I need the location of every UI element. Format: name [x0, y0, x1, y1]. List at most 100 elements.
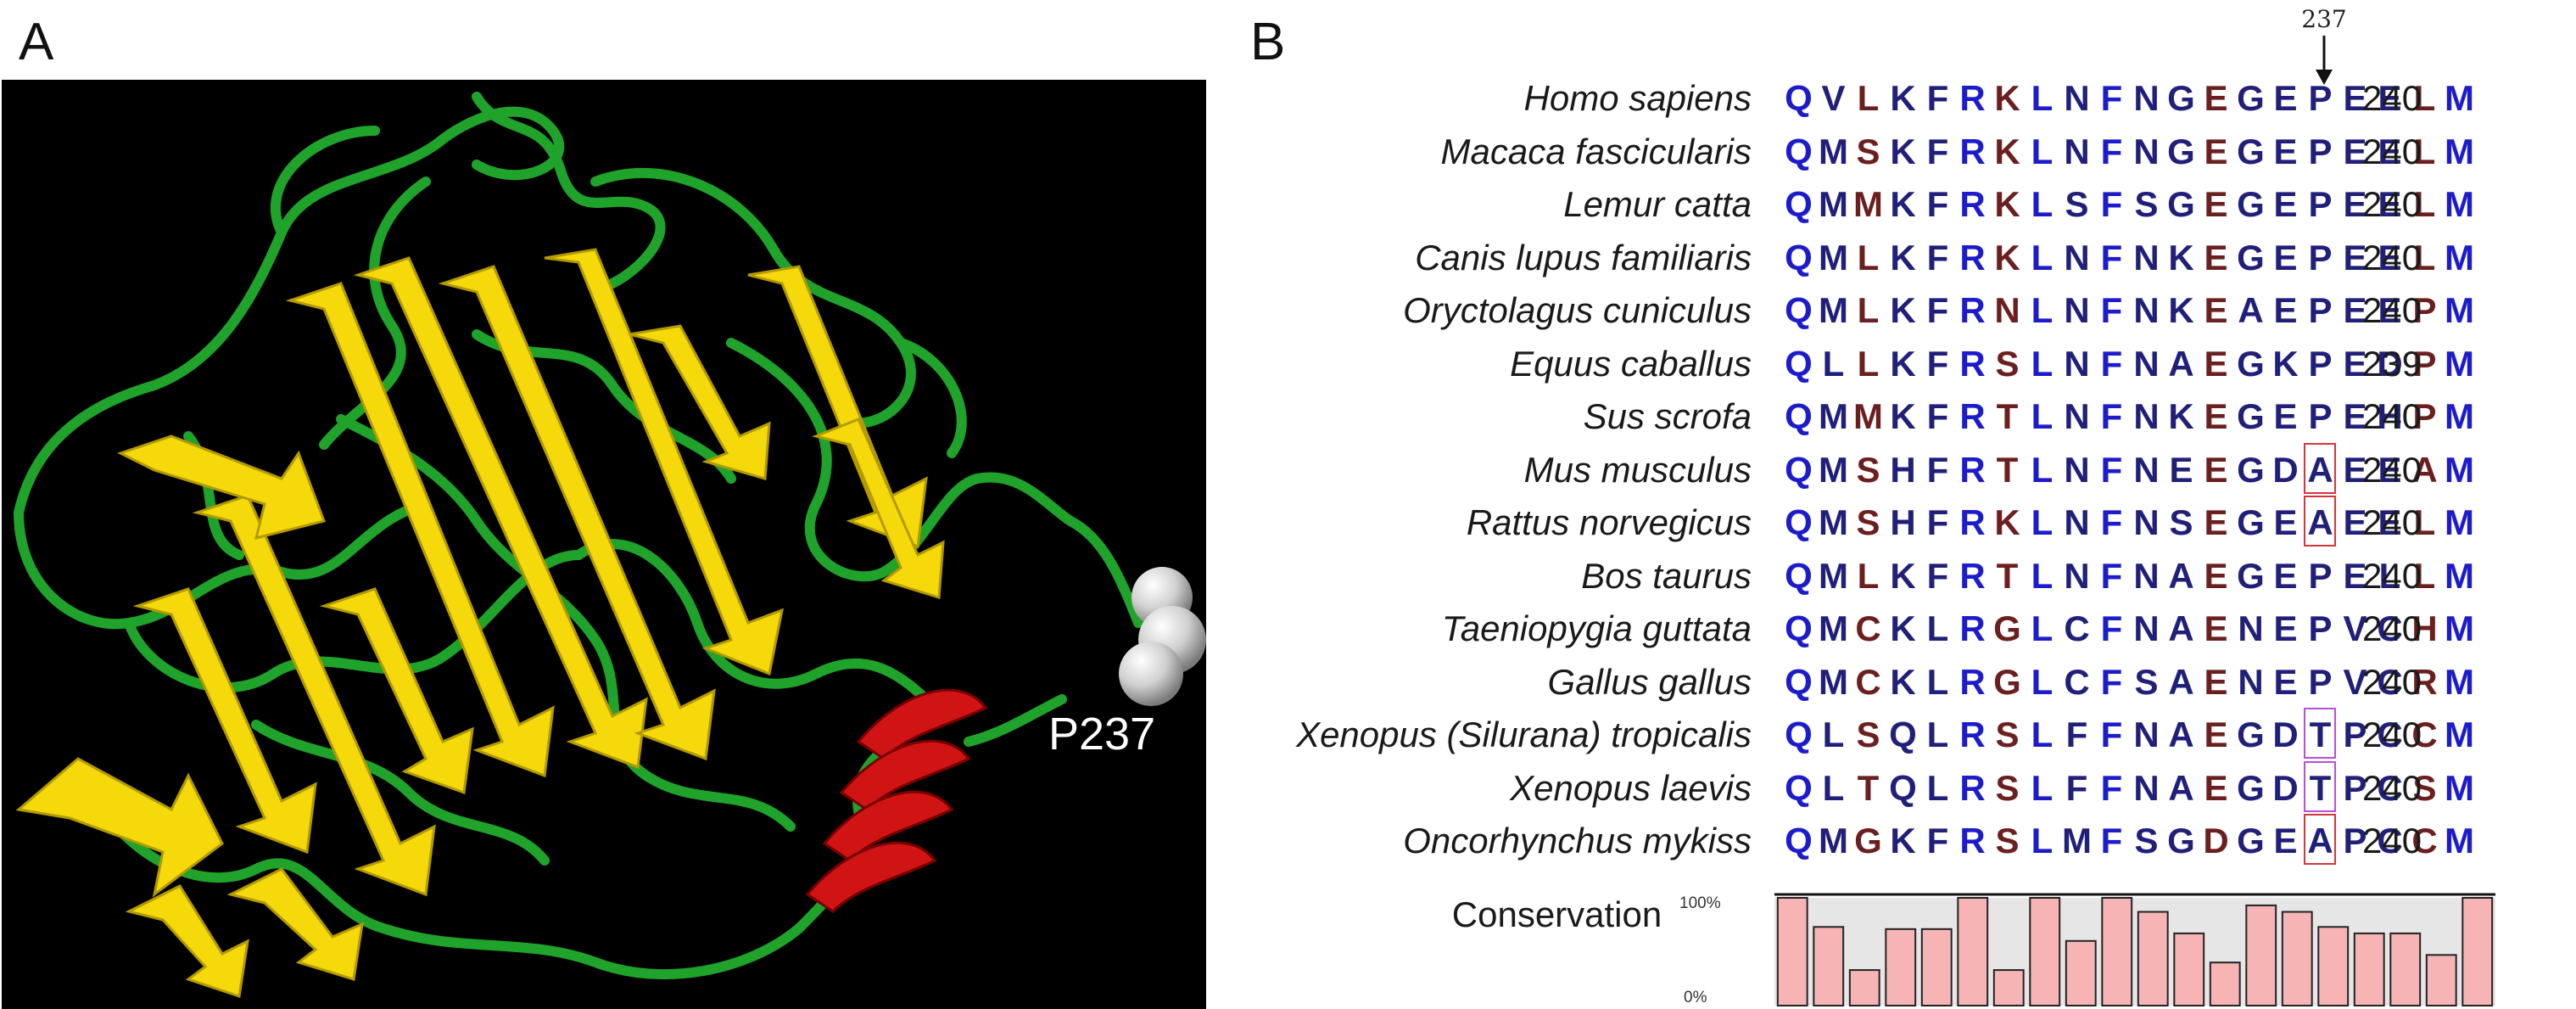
residue: E	[2204, 343, 2228, 384]
residue: C	[2411, 715, 2438, 754]
residue: R	[1959, 821, 1986, 860]
residue: F	[2100, 715, 2123, 754]
residue: M	[2062, 821, 2092, 860]
residue: T	[2309, 715, 2332, 754]
residue: R	[1959, 767, 1986, 808]
residue: R	[1959, 184, 1986, 224]
residue: Q	[1785, 821, 1813, 860]
residue: S	[2134, 661, 2159, 702]
residue: H	[2411, 608, 2438, 648]
residue: E	[2204, 502, 2228, 542]
residue: L	[2413, 184, 2436, 224]
residue: F	[1926, 396, 1949, 436]
residue: T	[2309, 767, 2332, 808]
residue: N	[2133, 290, 2160, 330]
residue: Q	[1785, 715, 1813, 754]
residue: L	[2031, 821, 2054, 860]
residue: G	[2237, 78, 2265, 118]
conservation-bar	[2065, 939, 2097, 1006]
conservation-bar	[2353, 932, 2385, 1006]
residue: G	[2237, 767, 2265, 808]
residue: M	[2445, 78, 2474, 118]
residue: F	[2100, 184, 2123, 224]
residue: S	[2412, 767, 2437, 808]
residue: F	[1926, 184, 1949, 224]
residue: D	[2272, 715, 2299, 754]
residue: E	[2204, 131, 2228, 171]
residue: H	[1890, 502, 1916, 542]
conservation-bar	[2101, 897, 2133, 1006]
residue: N	[2133, 396, 2160, 436]
residue: G	[2167, 821, 2195, 860]
residue: M	[2445, 449, 2474, 490]
residue: A	[2168, 661, 2194, 702]
residue: P	[2308, 290, 2333, 330]
conservation-bar	[1848, 969, 1880, 1006]
residue: N	[2064, 555, 2090, 596]
conservation-bar-chart	[1774, 893, 2495, 1007]
residue: K	[2168, 396, 2194, 436]
species-name: Equus caballus	[1510, 343, 1752, 384]
residue: L	[1857, 78, 1880, 118]
species-name: Canis lupus familiaris	[1415, 237, 1752, 277]
conservation-bar	[2209, 961, 2241, 1006]
residue: E	[2273, 131, 2298, 171]
residue: L	[1822, 715, 1845, 754]
residue: L	[2413, 555, 2436, 596]
residue: E	[2273, 78, 2298, 118]
residue: F	[2100, 661, 2123, 702]
residue: E	[2343, 555, 2367, 596]
alpha-helix	[805, 688, 988, 913]
residue: K	[1994, 184, 2020, 224]
residue: G	[2237, 396, 2265, 436]
residue: N	[2133, 131, 2160, 171]
residue: M	[2445, 502, 2474, 542]
residue: K	[2168, 237, 2194, 277]
residue: M	[1819, 661, 1848, 702]
residue: Q	[1785, 555, 1813, 596]
residue: S	[1856, 131, 1880, 171]
residue: M	[2445, 396, 2474, 436]
residue: M	[1819, 184, 1848, 224]
conservation-bar	[2425, 954, 2457, 1006]
residue: E	[2204, 449, 2228, 490]
residue: N	[2064, 237, 2090, 277]
residue: L	[2031, 396, 2054, 436]
residue: E	[2273, 237, 2298, 277]
highlight-box	[2304, 496, 2336, 547]
residue: K	[2168, 290, 2194, 330]
residue: M	[2445, 715, 2474, 754]
residue: P	[2412, 396, 2437, 436]
residue: F	[1926, 290, 1949, 330]
residue: P	[2343, 821, 2367, 860]
species-name: Sus scrofa	[1583, 396, 1752, 436]
residue: P	[2308, 184, 2333, 224]
species-name: Bos taurus	[1581, 555, 1752, 596]
residue: R	[1959, 449, 1986, 490]
residue: E	[2204, 396, 2228, 436]
residue: E	[2204, 78, 2228, 118]
residue: G	[2237, 555, 2265, 596]
residue: S	[2065, 184, 2089, 224]
residue: P	[2308, 131, 2333, 171]
residue: P	[2412, 290, 2437, 330]
residue: P	[2343, 767, 2367, 808]
residue: E	[2273, 396, 2298, 436]
residue: N	[2064, 78, 2090, 118]
residue: R	[1959, 715, 1986, 754]
highlight-box	[2304, 708, 2336, 759]
residue: F	[1926, 343, 1949, 384]
residue: Q	[1785, 290, 1813, 330]
residue: N	[2064, 396, 2090, 436]
residue: M	[2445, 821, 2474, 860]
conservation-bar	[2137, 911, 2169, 1006]
residue: F	[1926, 502, 1949, 542]
residue: S	[2169, 502, 2193, 542]
conservation-label: Conservation	[1451, 894, 1662, 934]
residue: L	[2031, 555, 2054, 596]
end-position: 240	[2362, 502, 2422, 542]
residue: S	[2134, 184, 2159, 224]
residue: C	[1855, 608, 1881, 648]
species-name: Oncorhynchus mykiss	[1403, 821, 1752, 860]
residue: N	[2133, 343, 2160, 384]
